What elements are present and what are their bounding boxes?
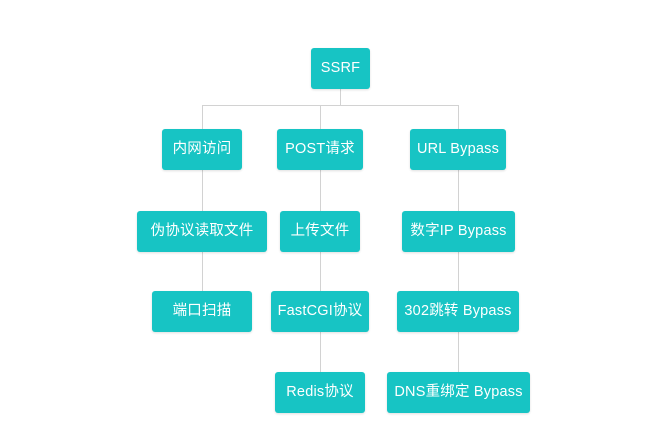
connector-pseudo-protocol-read-file-to-port-scan [202, 252, 203, 291]
connector-root-bus [202, 105, 459, 106]
connector-bus-to-post-request [320, 105, 321, 129]
node-post-request-label: POST请求 [285, 140, 355, 157]
node-pseudo-protocol-read-file[interactable]: 伪协议读取文件 [137, 211, 267, 252]
node-pseudo-protocol-read-file-label: 伪协议读取文件 [150, 222, 254, 239]
node-url-bypass[interactable]: URL Bypass [410, 129, 506, 170]
node-redirect-302-bypass[interactable]: 302跳转 Bypass [397, 291, 519, 332]
connector-fastcgi-protocol-to-redis-protocol [320, 332, 321, 372]
node-post-request[interactable]: POST请求 [277, 129, 363, 170]
connector-root-stem [340, 88, 341, 105]
node-port-scan[interactable]: 端口扫描 [152, 291, 252, 332]
node-dns-rebinding-bypass-label: DNS重绑定 Bypass [394, 383, 523, 400]
connector-post-request-to-upload-file [320, 170, 321, 211]
node-fastcgi-protocol[interactable]: FastCGI协议 [271, 291, 369, 332]
node-dns-rebinding-bypass[interactable]: DNS重绑定 Bypass [387, 372, 530, 413]
connector-internal-network-access-to-pseudo-protocol-read-file [202, 170, 203, 211]
connector-url-bypass-to-numeric-ip-bypass [458, 170, 459, 211]
node-url-bypass-label: URL Bypass [416, 140, 500, 157]
node-upload-file[interactable]: 上传文件 [280, 211, 360, 252]
connector-bus-to-url-bypass [458, 105, 459, 129]
node-port-scan-label: 端口扫描 [172, 302, 232, 319]
connector-redirect-302-bypass-to-dns-rebinding-bypass [458, 332, 459, 372]
node-redis-protocol[interactable]: Redis协议 [275, 372, 365, 413]
node-upload-file-label: 上传文件 [290, 222, 350, 239]
node-numeric-ip-bypass-label: 数字IP Bypass [410, 222, 507, 239]
node-fastcgi-protocol-label: FastCGI协议 [277, 302, 363, 319]
node-redirect-302-bypass-label: 302跳转 Bypass [404, 302, 512, 319]
node-ssrf-label: SSRF [320, 59, 361, 76]
node-numeric-ip-bypass[interactable]: 数字IP Bypass [402, 211, 515, 252]
node-redis-protocol-label: Redis协议 [286, 383, 354, 400]
connector-upload-file-to-fastcgi-protocol [320, 252, 321, 291]
connector-bus-to-internal-network-access [202, 105, 203, 129]
node-ssrf[interactable]: SSRF [311, 48, 370, 89]
node-internal-network-access[interactable]: 内网访问 [162, 129, 242, 170]
connector-numeric-ip-bypass-to-redirect-302-bypass [458, 252, 459, 291]
node-internal-network-access-label: 内网访问 [172, 140, 232, 157]
